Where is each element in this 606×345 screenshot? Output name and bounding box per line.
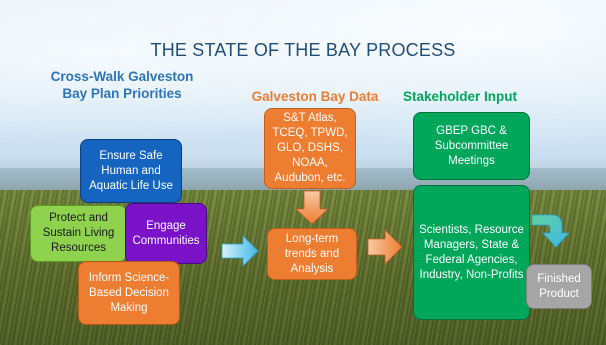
heading-stakeholder-input: Stakeholder Input <box>402 89 517 104</box>
box-protect-resources: Protect and Sustain Living Resources <box>30 205 127 262</box>
slide-title: THE STATE OF THE BAY PROCESS <box>150 40 456 60</box>
box-data-sources: S&T Atlas, TCEQ, TPWD, GLO, DSHS, NOAA, … <box>264 108 356 189</box>
box-gbep-meetings: GBEP GBC & Subcommittee Meetings <box>413 112 530 180</box>
arrow-right-orange-icon <box>367 229 403 265</box>
heading-crosswalk: Cross-Walk Galveston Bay Plan Priorities <box>50 69 194 101</box>
box-inform-decisions: Inform Science-Based Decision Making <box>78 261 180 325</box>
box-finished-product: Finished Product <box>526 264 592 309</box>
box-stakeholder-groups: Scientists, Resource Managers, State & F… <box>413 185 530 320</box>
arrow-curved-down-icon <box>531 214 570 248</box>
arrow-right-cyan-icon <box>221 235 259 267</box>
heading-bay-data: Galveston Bay Data <box>251 89 379 104</box>
box-long-term-trends: Long-term trends and Analysis <box>267 228 357 280</box>
box-engage-communities: Engage Communities <box>125 203 207 264</box>
box-ensure-safe-use: Ensure Safe Human and Aquatic Life Use <box>80 139 182 203</box>
arrow-down-orange-icon <box>294 190 330 225</box>
